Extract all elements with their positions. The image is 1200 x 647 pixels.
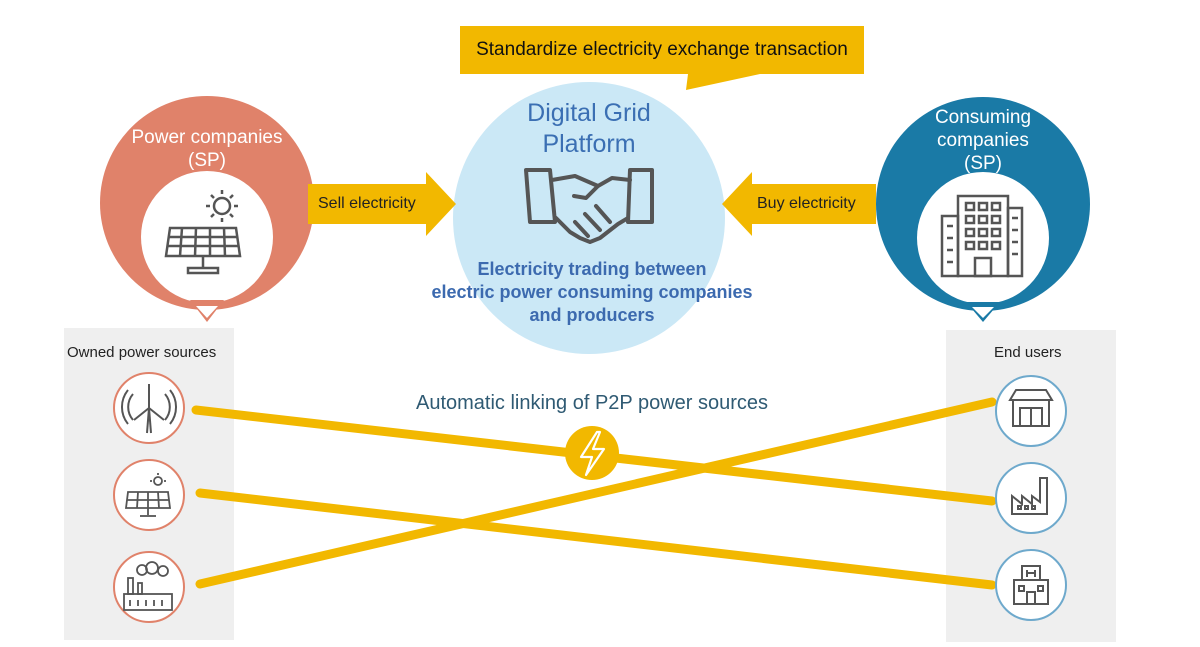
consuming-companies-inner-circle: [917, 172, 1049, 304]
hospital-icon: [995, 549, 1067, 621]
store-icon: [995, 375, 1067, 447]
consuming-companies-title-line1: Consuming: [934, 107, 1032, 128]
platform-title-line1: Digital Grid: [527, 99, 651, 127]
buy-electricity-label: Buy electricity: [757, 195, 856, 212]
wind-turbine-icon: [113, 372, 185, 444]
consuming-companies-title-line3: (SP): [964, 153, 1002, 174]
consuming-companies-title: Consuming companies (SP): [900, 106, 1066, 175]
platform-desc-line2: electric power consuming companies: [431, 282, 753, 302]
solar-panel-icon: [164, 190, 242, 275]
consuming-companies-title-line2: companies: [937, 130, 1029, 151]
platform-desc-line1: Electricity trading between: [477, 259, 707, 279]
end-users-label: End users: [994, 344, 1062, 361]
handshake-icon: [524, 168, 654, 244]
owned-sources-label: Owned power sources: [67, 344, 217, 361]
sell-electricity-label: Sell electricity: [318, 195, 416, 212]
callout-text: Standardize electricity exchange transac…: [476, 39, 848, 60]
standardize-callout: Standardize electricity exchange transac…: [460, 26, 864, 74]
lightning-icon: [565, 426, 619, 480]
platform-description: Electricity trading between electric pow…: [392, 258, 792, 327]
platform-title: Digital Grid Platform: [470, 98, 708, 160]
buy-arrow: [722, 172, 876, 236]
p2p-linking-label: Automatic linking of P2P power sources: [415, 392, 769, 414]
link-solar-to-hospital: [195, 488, 997, 590]
power-companies-title-line2: (SP): [188, 150, 226, 171]
sell-arrow: [308, 172, 456, 236]
callout-pointer: [686, 74, 760, 90]
office-building-icon: [940, 194, 1024, 278]
link-plant-to-store: [195, 397, 997, 589]
power-companies-title: Power companies (SP): [110, 126, 304, 172]
factory-icon: [995, 462, 1067, 534]
platform-desc-line3: and producers: [529, 305, 655, 325]
solar-panel-small-icon: [113, 459, 185, 531]
power-plant-icon: [113, 551, 185, 623]
power-companies-title-line1: Power companies: [131, 127, 283, 148]
platform-title-line2: Platform: [542, 130, 636, 158]
